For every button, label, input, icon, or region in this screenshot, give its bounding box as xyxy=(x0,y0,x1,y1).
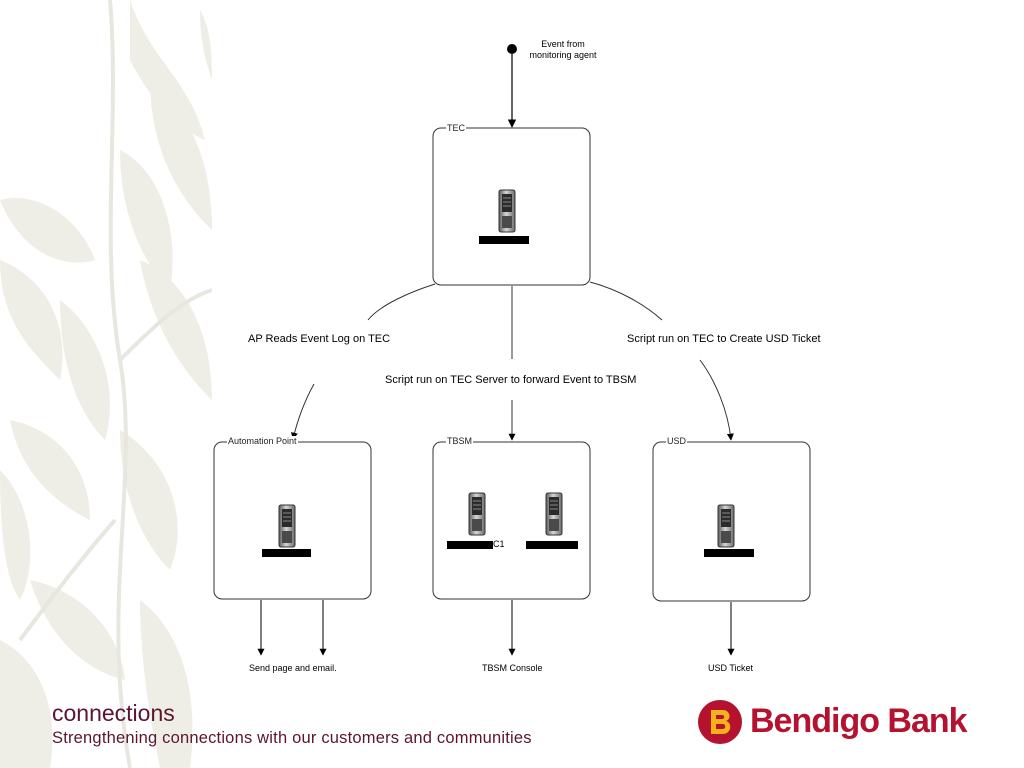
redacted-server-name xyxy=(479,236,529,244)
bendigo-logo-icon xyxy=(698,700,742,744)
output-label-usd-ticket: USD Ticket xyxy=(708,663,754,673)
edge-tec-to-ap-arrow xyxy=(291,383,315,440)
event-source-dot xyxy=(507,44,517,54)
redacted-server-name xyxy=(704,549,754,557)
server-icon xyxy=(545,492,563,536)
footer-title: connections xyxy=(52,700,175,726)
edge-label-ap-reads: AP Reads Event Log on TEC xyxy=(248,333,391,345)
edge-label-forward-tbsm: Script run on TEC Server to forward Even… xyxy=(385,374,637,386)
tbsm-box xyxy=(432,441,591,600)
tec-box-label: TEC xyxy=(446,123,466,133)
redacted-server-name xyxy=(526,541,578,549)
edge-tec-to-ap-arc xyxy=(367,283,436,321)
redacted-server-name xyxy=(262,549,311,557)
server-icon xyxy=(468,492,486,536)
tbsm-box-label: TBSM xyxy=(446,436,474,446)
output-label-page-email: Send page and email. xyxy=(249,663,337,673)
output-label-tbsm-console: TBSM Console xyxy=(482,663,543,673)
brand-name: Bendigo Bank xyxy=(750,702,968,740)
leaf-background xyxy=(0,0,212,768)
redacted-server-name xyxy=(447,541,493,549)
edge-tec-to-usd-arrow xyxy=(699,359,734,441)
automation-point-box-label: Automation Point xyxy=(227,436,298,446)
event-source-label: Event from monitoring agent xyxy=(529,39,597,60)
server-icon xyxy=(498,189,516,233)
server-icon xyxy=(278,504,296,548)
edge-tec-to-usd-arc xyxy=(589,281,663,321)
server-icon xyxy=(717,504,735,548)
tbsm-server-suffix: C1 xyxy=(493,539,505,549)
edge-label-create-ticket: Script run on TEC to Create USD Ticket xyxy=(627,333,821,345)
footer-subtitle: Strengthening connections with our custo… xyxy=(52,729,532,747)
usd-box-label: USD xyxy=(666,436,688,446)
